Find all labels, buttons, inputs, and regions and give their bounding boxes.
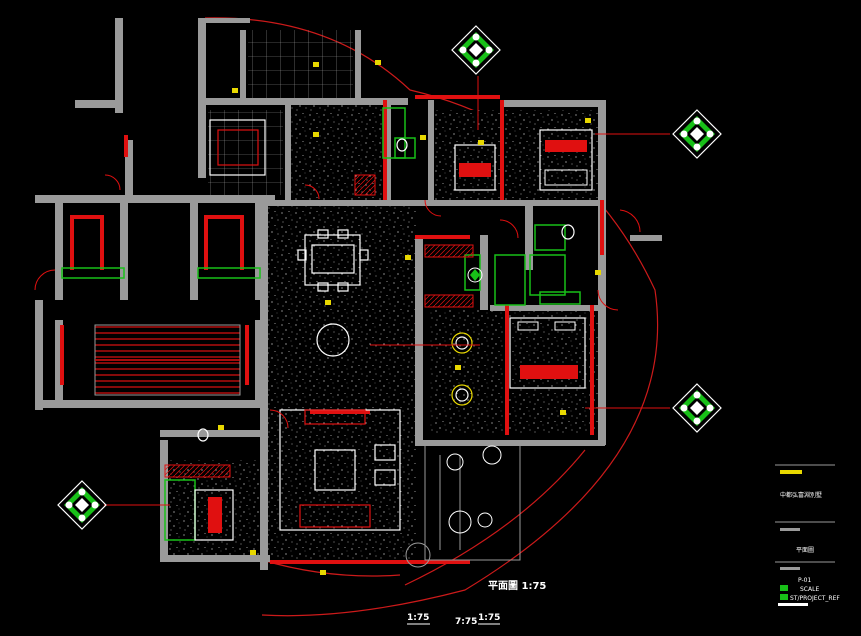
beds — [194, 129, 593, 541]
project-name: 中都弘富淵別墅 — [780, 491, 822, 499]
section-marker-icon — [672, 109, 722, 159]
staircase — [94, 324, 241, 396]
furniture — [197, 119, 575, 531]
fixtures-green — [61, 107, 581, 541]
terrace-garden — [405, 444, 521, 568]
site-boundary — [204, 17, 659, 617]
wardrobes — [164, 174, 474, 478]
file-reference: ST/PROJECT_REF — [790, 595, 840, 602]
north-compass-icon — [451, 25, 501, 75]
walls — [35, 18, 662, 570]
walls-red — [60, 95, 604, 564]
title-block: 中都弘富淵別墅 平面圖 P-01 SCALE ST/PROJECT_REF — [775, 464, 840, 606]
scale-label: 7:75 — [455, 617, 477, 627]
scale-caption: SCALE — [800, 586, 819, 593]
section-marker-icon — [57, 480, 107, 530]
section-lines — [104, 76, 670, 506]
small-marker-icon — [467, 267, 483, 283]
room-tags — [218, 60, 601, 575]
sheet-number: P-01 — [798, 577, 811, 584]
section-marker-icon — [672, 383, 722, 433]
sheet-name: 平面圖 — [796, 547, 814, 554]
scale-label: 1:75 — [407, 613, 429, 623]
floor-finish — [160, 30, 605, 560]
plan-title: 平面圖 1:75 — [488, 580, 546, 592]
scale-label: 1:75 — [478, 613, 500, 623]
doors — [34, 174, 641, 429]
